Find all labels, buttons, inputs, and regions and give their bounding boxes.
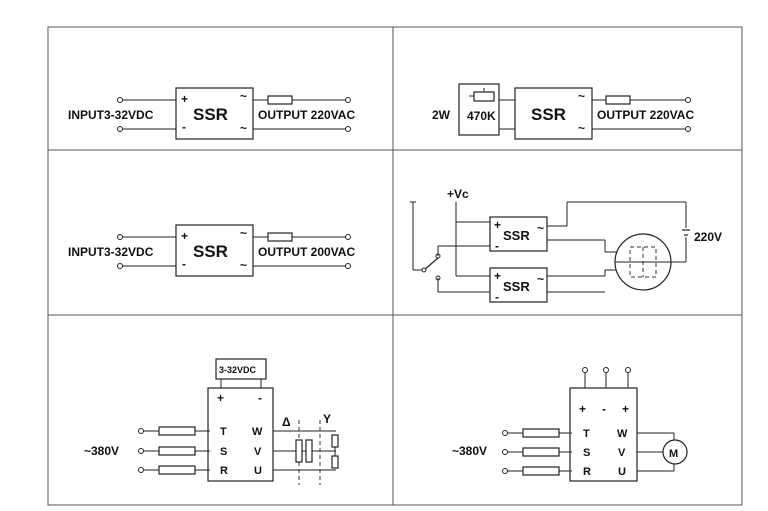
- ssr-module: [175, 224, 254, 277]
- output-label: OUTPUT 200VAC: [258, 245, 355, 259]
- ssr-label-top: SSR: [503, 228, 530, 243]
- ac-tilde-top: ~: [240, 89, 247, 103]
- output-label: OUTPUT 220VAC: [597, 108, 694, 122]
- minus-sign: -: [182, 257, 186, 271]
- plus-sign: +: [181, 92, 188, 106]
- panel-basic-ssr-2: INPUT3-32VDC + - SSR ~ ~ OUTPUT 200VAC: [68, 224, 355, 277]
- dc-input-label: 3-32VDC: [219, 365, 257, 375]
- plus-sign: +: [217, 391, 224, 405]
- panel-pot-ssr: 2W 470K SSR ~ ~ OUTPUT 220VAC: [432, 83, 694, 140]
- input-label: INPUT3-32VDC: [68, 108, 154, 122]
- input-phase-t: T: [502, 428, 590, 440]
- input-label: INPUT3-32VDC: [68, 245, 154, 259]
- pin-v: V: [254, 446, 262, 458]
- pin-w: W: [617, 428, 628, 440]
- voltage-label: ~380V: [84, 444, 119, 458]
- minus-sign: -: [182, 120, 186, 134]
- ssr-module-bottom: [489, 267, 548, 303]
- delta-label: Δ: [282, 415, 291, 429]
- panel-three-phase-load: 3-32VDC + - ~380V T S R W V U: [84, 358, 339, 485]
- input-phase-s: S: [138, 446, 227, 458]
- plus-sign-left: +: [579, 402, 586, 416]
- ssr-module: [514, 87, 593, 140]
- ssr-label: SSR: [531, 105, 566, 124]
- plus-sign: +: [181, 229, 188, 243]
- ssr-module-top: [489, 216, 548, 252]
- motor-icon: [662, 439, 688, 465]
- plus-sign-right: +: [622, 402, 629, 416]
- input-phase-s: S: [502, 447, 590, 459]
- pin-r: R: [583, 466, 591, 478]
- three-phase-ssr: [207, 387, 274, 482]
- input-phase-t: T: [138, 426, 227, 438]
- ssr-label: SSR: [193, 242, 228, 261]
- minus-sign: -: [258, 391, 262, 405]
- pin-v: V: [618, 447, 626, 459]
- pin-u: U: [254, 465, 262, 477]
- motor-label: M: [669, 448, 678, 460]
- ssr-module: [175, 87, 254, 140]
- voltage-label: 220V: [694, 230, 722, 244]
- panel-basic-ssr-1: INPUT3-32VDC + - SSR ~ ~ OUTPUT 220VAC: [68, 87, 355, 140]
- minus-sign: -: [495, 239, 499, 253]
- pin-r: R: [220, 465, 228, 477]
- minus-sign: -: [602, 402, 606, 416]
- ssr-label-bottom: SSR: [503, 279, 530, 294]
- pin-w: W: [252, 426, 263, 438]
- load-resistor: [267, 232, 293, 242]
- load-resistor: [605, 95, 631, 105]
- frame: [47, 26, 743, 506]
- ac-tilde: ~: [537, 221, 544, 235]
- pot-label: 470K: [467, 109, 496, 123]
- plus-sign: +: [494, 269, 501, 283]
- ac-tilde-bottom: ~: [240, 121, 247, 135]
- pin-t: T: [583, 428, 590, 440]
- potentiometer: [473, 91, 495, 102]
- panel-motor-reversing: +Vc + - SSR ~ + - SSR ~: [410, 187, 722, 304]
- ac-tilde-top: ~: [578, 89, 585, 103]
- pin-s: S: [220, 446, 227, 458]
- ac-tilde-top: ~: [240, 226, 247, 240]
- pin-t: T: [220, 426, 227, 438]
- voltage-label: ~380V: [452, 444, 487, 458]
- three-phase-ssr: [569, 387, 638, 482]
- wye-label: Y: [323, 412, 331, 426]
- input-phase-r: R: [138, 465, 228, 477]
- output-label: OUTPUT 220VAC: [258, 108, 355, 122]
- pin-s: S: [583, 447, 590, 459]
- load-resistor: [267, 95, 293, 105]
- dc-input-box: [215, 358, 267, 380]
- pin-u: U: [618, 466, 626, 478]
- input-phase-r: R: [502, 466, 591, 478]
- ac-tilde: ~: [537, 272, 544, 286]
- plus-sign: +: [494, 218, 501, 232]
- switch-blade: [423, 257, 439, 271]
- minus-sign: -: [495, 290, 499, 304]
- power-label: 2W: [432, 108, 451, 122]
- ac-tilde-bottom: ~: [578, 121, 585, 135]
- ssr-label: SSR: [193, 105, 228, 124]
- vc-label: +Vc: [447, 187, 469, 201]
- panel-three-phase-motor: + - + ~380V T S R W V U: [452, 367, 688, 482]
- ac-tilde-bottom: ~: [240, 258, 247, 272]
